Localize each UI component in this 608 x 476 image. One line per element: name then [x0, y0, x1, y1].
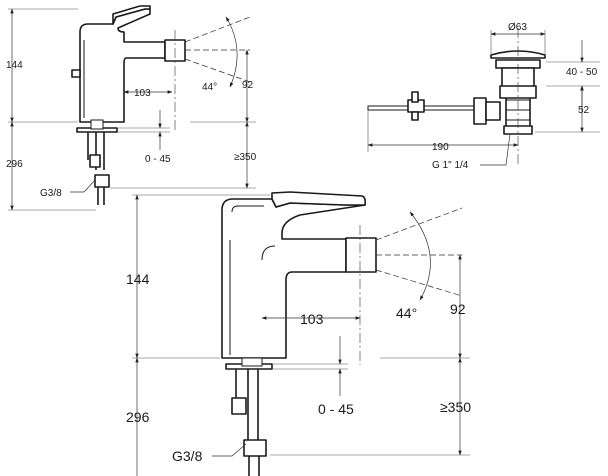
small-faucet-lever [112, 5, 151, 25]
large-faucet-view: 44° 144 296 103 92 0 - 45 ≥350 G3/8 [126, 191, 471, 476]
large-aerator [345, 237, 377, 273]
large-faucet-body [221, 198, 366, 359]
small-dim-angle: 44° [202, 82, 217, 93]
large-dim-thread: G3/8 [172, 448, 203, 464]
small-dim-reach: 103 [134, 88, 151, 99]
small-faucet-view: 44° 144 296 103 92 0 - 45 ≥350 G3/8 [6, 5, 257, 211]
large-faucet-lever [271, 191, 366, 208]
waste-dim-diameter: Ø63 [508, 22, 527, 33]
small-dim-thickness: 0 - 45 [145, 154, 171, 165]
small-dim-total: 296 [6, 159, 23, 170]
large-dim-reach: 103 [300, 311, 324, 327]
large-dim-height: 144 [126, 271, 150, 287]
small-dim-hole: ≥350 [234, 152, 257, 163]
large-dim-total: 296 [126, 409, 150, 425]
large-dim-spout: 92 [450, 301, 466, 317]
small-dim-spout: 92 [242, 80, 254, 91]
large-dim-hole: ≥350 [440, 399, 471, 415]
large-hose-nut [231, 397, 247, 415]
large-dim-angle: 44° [396, 305, 417, 321]
waste-dim-thread: G 1" 1/4 [432, 160, 469, 171]
small-hose-nut [89, 154, 101, 168]
small-dim-thread: G3/8 [40, 188, 62, 199]
waste-view: Ø63 40 - 50 52 190 G 1" 1/4 [367, 22, 600, 171]
small-dim-height: 144 [6, 60, 23, 71]
large-dim-thickness: 0 - 45 [318, 401, 354, 417]
waste-dim-length: 190 [432, 142, 449, 153]
waste-dim-range: 40 - 50 [566, 67, 598, 78]
small-faucet-body [79, 8, 166, 123]
waste-dim-height: 52 [578, 105, 590, 116]
